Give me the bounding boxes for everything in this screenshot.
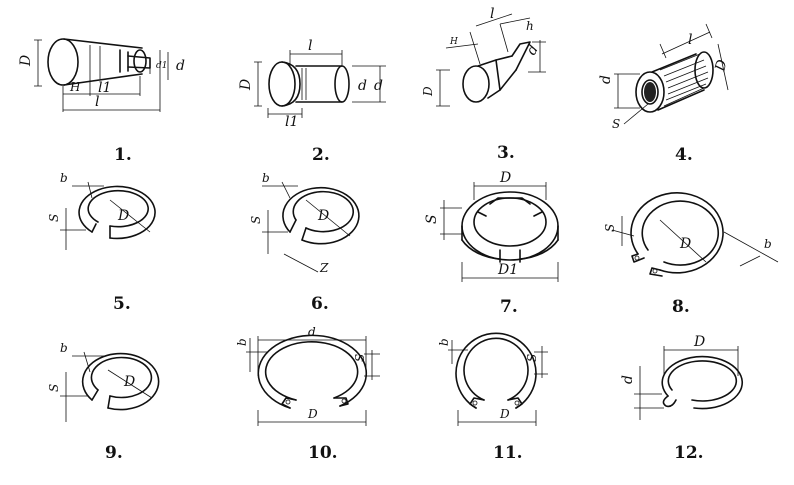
fig9-label-D: D xyxy=(123,374,135,390)
fig3-label-D: D xyxy=(421,86,435,97)
fig3-label-l: l xyxy=(490,6,494,22)
figure-3-drawing: l h H d D xyxy=(421,6,546,107)
fig10-label-S: S xyxy=(353,354,367,362)
fig8-label-b: b xyxy=(764,237,772,251)
fig1-label-H: H xyxy=(69,80,81,94)
fig8-label-D: D xyxy=(679,236,691,252)
figure-number-7: 7. xyxy=(500,297,518,317)
fig4-label-l: l xyxy=(688,32,692,48)
fig1-label-l: l xyxy=(95,94,99,110)
fig11-label-D: D xyxy=(499,407,510,421)
fig12-label-D: D xyxy=(693,334,705,350)
fig1-label-d: d xyxy=(176,58,185,74)
figure-number-4: 4. xyxy=(675,145,693,165)
fig10-label-d: d xyxy=(308,325,316,339)
fig7-label-S: S xyxy=(424,214,440,224)
fig2-label-l1: l1 xyxy=(285,114,298,130)
figure-number-1: 1. xyxy=(114,145,132,165)
figure-8-drawing: S D b xyxy=(603,192,779,277)
fig1-label-l1: l1 xyxy=(98,80,111,96)
fig7-label-D: D xyxy=(499,170,511,186)
fig2-label-D: D xyxy=(238,79,254,91)
figure-11-drawing: b S D xyxy=(437,332,548,426)
fig1-label-D: D xyxy=(18,55,34,67)
figure-9-drawing: b S D xyxy=(47,341,160,422)
figure-4-drawing: l d D S xyxy=(598,23,731,131)
fig11-label-b: b xyxy=(437,338,451,346)
fig11-label-S: S xyxy=(525,354,539,362)
fig3-label-d: d xyxy=(524,42,542,58)
figure-number-3: 3. xyxy=(497,143,515,163)
fig6-label-b: b xyxy=(262,171,270,185)
fig9-label-S: S xyxy=(47,384,61,392)
fig9-label-b: b xyxy=(60,341,68,355)
figure-number-12: 12. xyxy=(674,443,704,463)
fig5-label-S: S xyxy=(47,214,61,222)
fig8-label-S: S xyxy=(603,224,617,232)
fig3-label-H: H xyxy=(449,37,458,47)
figure-number-10: 10. xyxy=(308,443,338,463)
figure-6-drawing: b S D Z xyxy=(249,171,360,275)
figure-1-drawing: D H l1 l d d1 xyxy=(18,38,185,112)
figure-2-drawing: l D l1 d d xyxy=(238,38,386,130)
figure-10-drawing: d b S D xyxy=(235,325,380,426)
fig5-label-D: D xyxy=(117,208,129,224)
figure-5-drawing: b S D xyxy=(47,171,156,250)
fig4-label-D: D xyxy=(712,58,731,74)
fig4-label-S: S xyxy=(612,117,620,131)
fig10-label-D: D xyxy=(307,407,318,421)
fig2-label-d-inner: d xyxy=(358,78,367,94)
fig2-label-d-outer: d xyxy=(374,78,383,94)
fig4-label-d: d xyxy=(598,75,614,84)
fig6-label-Z: Z xyxy=(319,261,329,275)
fig5-label-b: b xyxy=(60,171,68,185)
figure-number-5: 5. xyxy=(113,294,131,314)
figure-12-drawing: D d xyxy=(620,334,744,420)
figure-number-6: 6. xyxy=(311,294,329,314)
fig6-label-D: D xyxy=(317,208,329,224)
fig10-label-b: b xyxy=(235,338,249,346)
fig7-label-D1: D1 xyxy=(497,262,518,278)
figure-number-2: 2. xyxy=(312,145,330,165)
fig3-label-h: h xyxy=(526,19,534,33)
figure-number-8: 8. xyxy=(672,297,690,317)
fig2-label-l: l xyxy=(308,38,312,54)
fig6-label-S: S xyxy=(249,216,263,224)
figure-number-11: 11. xyxy=(493,443,523,463)
fig12-label-d: d xyxy=(620,375,636,384)
figure-number-9: 9. xyxy=(105,443,123,463)
fig1-label-d1: d1 xyxy=(156,61,168,71)
figure-7-drawing: D S D1 xyxy=(424,170,559,282)
